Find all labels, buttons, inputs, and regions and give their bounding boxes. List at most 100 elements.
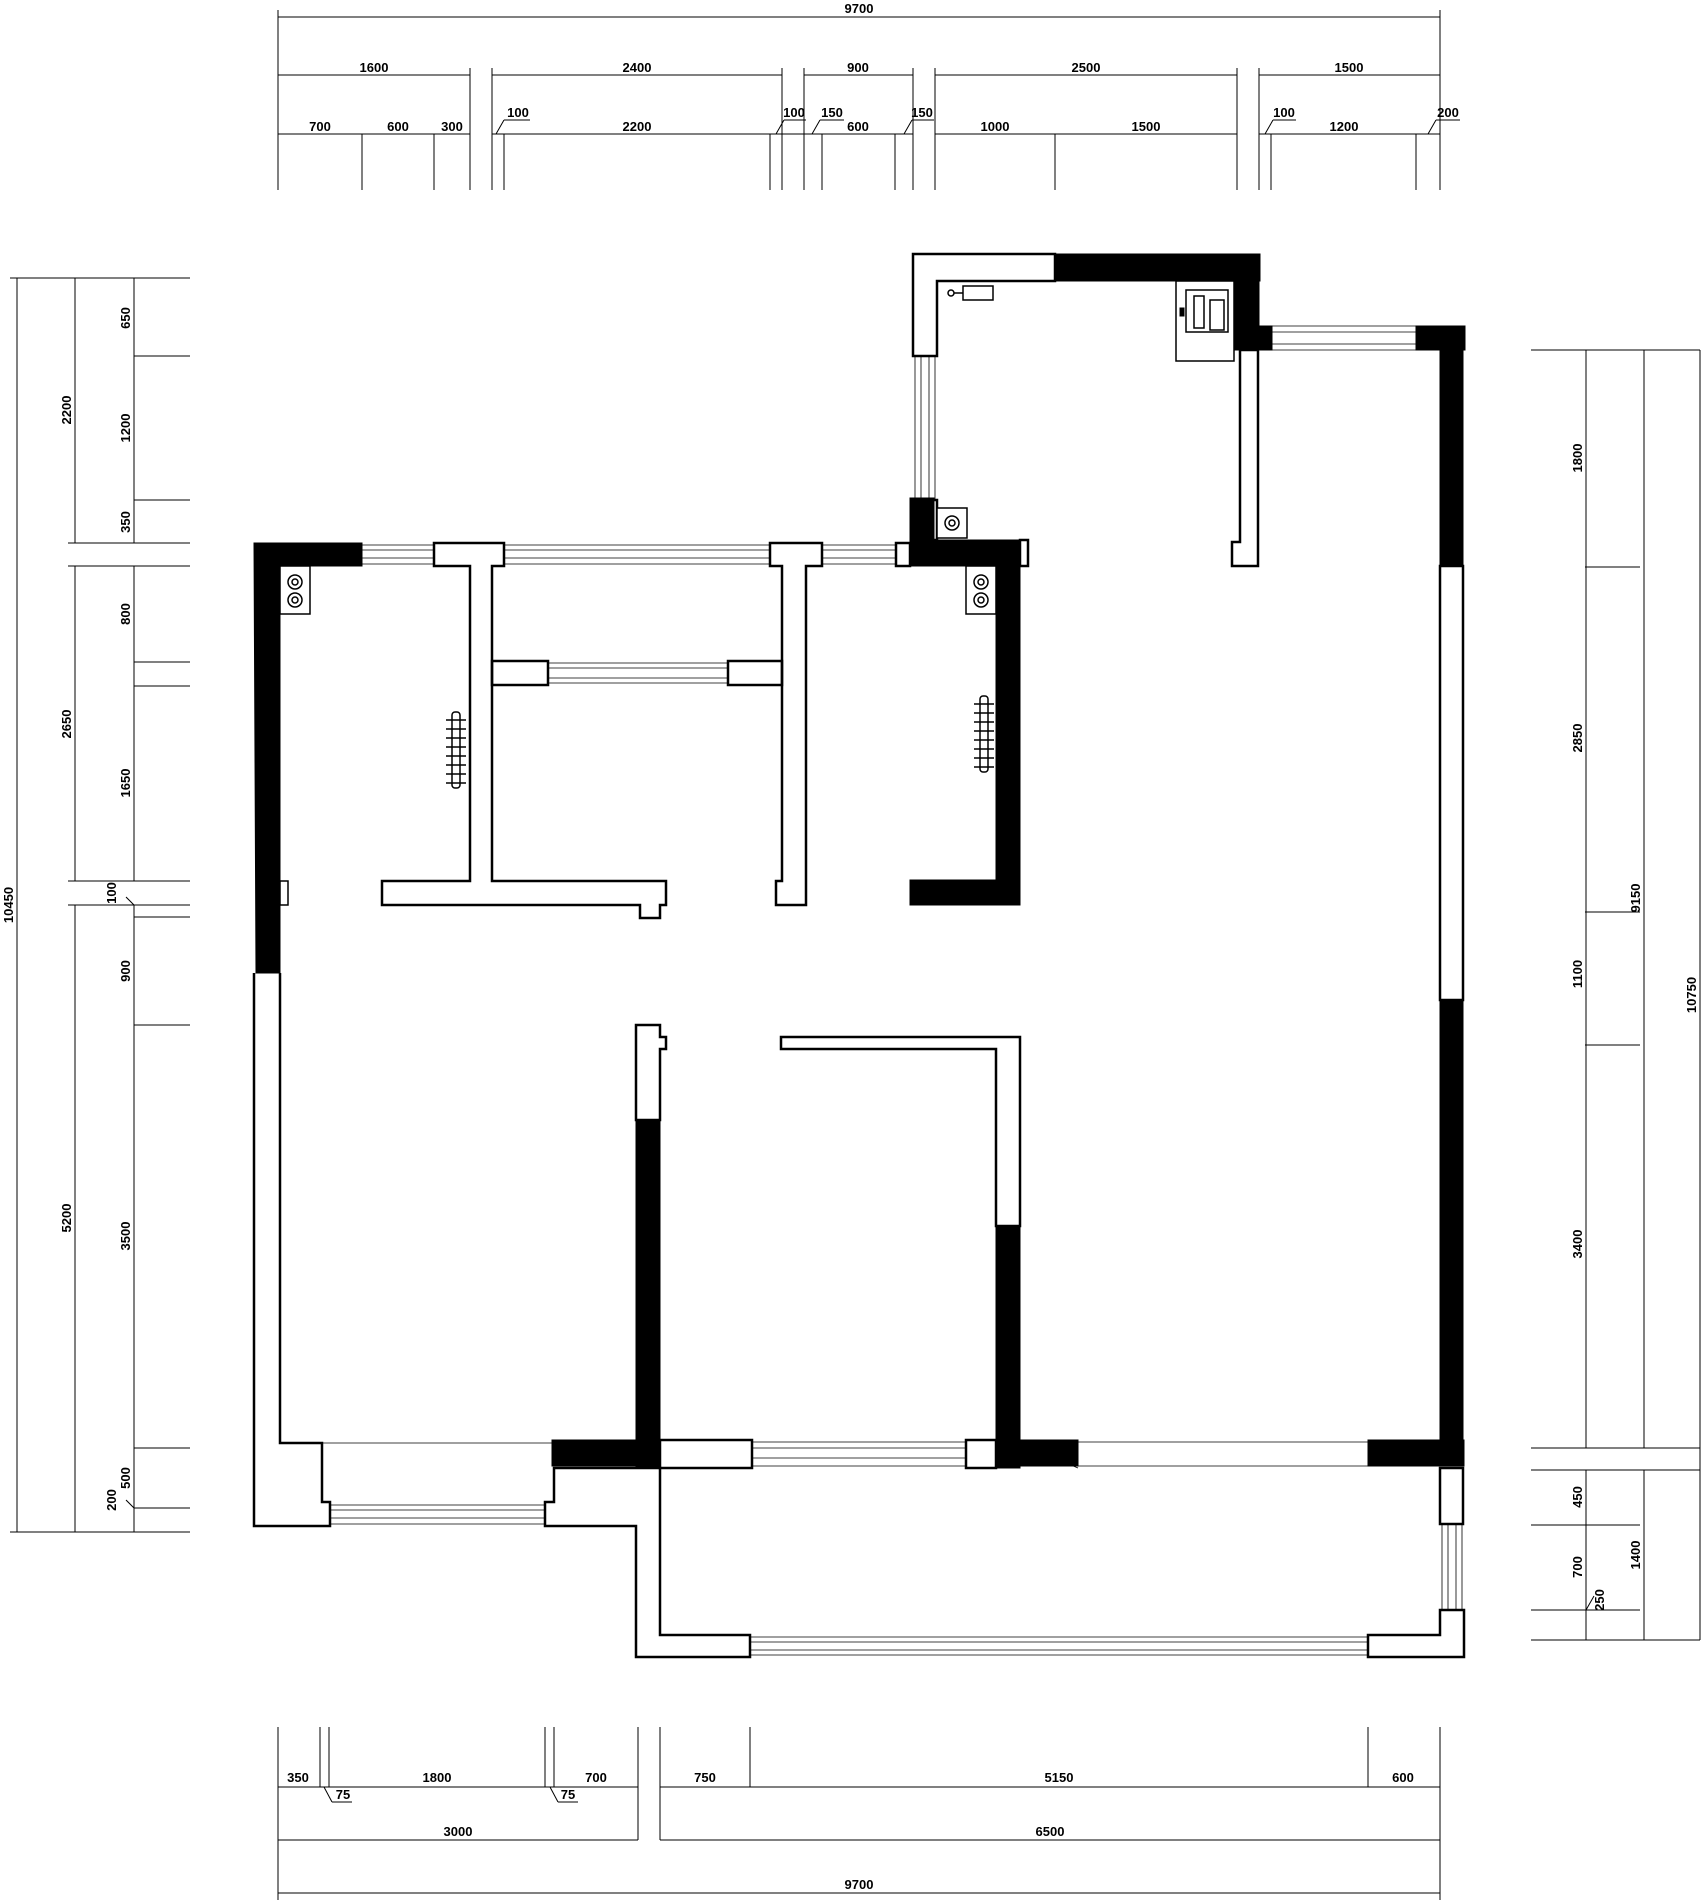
dim-left-2650: 2650 <box>59 710 74 739</box>
dim-top-2500: 2500 <box>1072 60 1101 75</box>
wall-bottom-left-bay <box>543 1466 752 1659</box>
dim-bottom-1800: 1800 <box>423 1770 452 1785</box>
dim-top-100a: 100 <box>507 105 529 120</box>
dim-right-250: 250 <box>1592 1589 1607 1611</box>
dim-left-1200: 1200 <box>118 414 133 443</box>
solid-wall-top-right-b <box>1233 253 1260 335</box>
dim-right-2850: 2850 <box>1570 724 1585 753</box>
dim-bottom-5150: 5150 <box>1045 1770 1074 1785</box>
dim-top-900: 900 <box>847 60 869 75</box>
wall-lower-right-L <box>779 1035 1022 1228</box>
dim-right-3400: 3400 <box>1570 1230 1585 1259</box>
wall-bottom-right-bay <box>1366 1608 1466 1659</box>
dim-bottom-700: 700 <box>585 1770 607 1785</box>
walls <box>252 252 1466 1659</box>
wall-outer-left <box>252 973 332 1528</box>
wall-top-small <box>894 541 912 568</box>
dim-top-700: 700 <box>309 119 331 134</box>
dim-bottom-75b: 75 <box>561 1787 575 1802</box>
solid-wall-center-block <box>909 539 1021 906</box>
dim-top-overall: 9700 <box>845 1 874 16</box>
wall-right-partition <box>1230 348 1260 568</box>
dim-bottom-overall: 9700 <box>845 1877 874 1892</box>
solid-wall-top-right-a <box>1054 253 1261 282</box>
wall-lower-left-column <box>634 1023 668 1122</box>
dim-top-1200: 1200 <box>1330 119 1359 134</box>
window-kitchen-side <box>914 356 936 500</box>
window-inner-niche <box>548 662 728 684</box>
wall-partition-b <box>768 541 824 907</box>
wall-right-stub <box>1438 1466 1465 1526</box>
dim-top-1500: 1500 <box>1335 60 1364 75</box>
dim-top-150b: 150 <box>911 105 933 120</box>
dim-bottom-750: 750 <box>694 1770 716 1785</box>
bottom-dimension-labels: 350 75 1800 75 700 750 5150 600 3000 650… <box>287 1770 1414 1892</box>
wall-bottom-mid-b <box>964 1438 998 1470</box>
right-dimension-lines <box>1531 349 1701 1641</box>
wall-corner-right <box>1018 538 1030 568</box>
dim-left-overall: 10450 <box>1 887 16 923</box>
left-dimension-lines <box>10 277 190 1533</box>
top-dimension-lines <box>277 10 1460 190</box>
wall-stub-left <box>279 880 289 906</box>
dim-top-1500b: 1500 <box>1132 119 1161 134</box>
dim-top-600a: 600 <box>387 119 409 134</box>
dim-left-100: 100 <box>104 882 119 904</box>
dim-right-1100: 1100 <box>1570 960 1585 988</box>
wall-bath-box <box>1175 280 1235 362</box>
window-top-right <box>1272 325 1416 351</box>
dim-left-800: 800 <box>118 603 133 625</box>
dim-left-500: 500 <box>118 1467 133 1489</box>
dim-top-2400: 2400 <box>623 60 652 75</box>
toilet-icon <box>1179 289 1229 333</box>
solid-wall-right-b <box>1439 325 1464 567</box>
dim-bottom-75a: 75 <box>336 1787 350 1802</box>
window-top-a <box>362 544 434 565</box>
dim-left-200: 200 <box>104 1489 119 1511</box>
dim-right-1800: 1800 <box>1570 444 1585 473</box>
solid-wall-bottom-b <box>995 1439 1079 1467</box>
window-top-b <box>504 544 770 565</box>
dim-left-5200: 5200 <box>59 1204 74 1233</box>
window-bottom-right <box>1011 1439 1368 1469</box>
dim-left-650: 650 <box>118 307 133 329</box>
dim-top-150a: 150 <box>821 105 843 120</box>
windows <box>322 325 1463 1656</box>
dim-right-1400: 1400 <box>1628 1541 1643 1570</box>
bottom-dimension-lines <box>277 1727 1441 1900</box>
pipe-icon-right <box>965 565 997 615</box>
fixtures <box>279 285 1229 789</box>
window-balcony-right <box>1441 1524 1463 1610</box>
dim-left-1650: 1650 <box>118 769 133 798</box>
wall-right-window-segment <box>1438 564 1465 1002</box>
solid-wall-top-right-c <box>1233 325 1273 351</box>
dim-left-350: 350 <box>118 511 133 533</box>
dim-bottom-350: 350 <box>287 1770 309 1785</box>
dim-top-600b: 600 <box>847 119 869 134</box>
pipe-icon-kitchen <box>936 507 968 539</box>
wall-partition-a <box>380 541 668 920</box>
right-dimension-labels: 10750 9150 1400 1800 2850 1100 3400 450 … <box>1570 444 1699 1611</box>
dim-left-900: 900 <box>118 960 133 982</box>
solid-wall-bottom-a <box>551 1439 661 1467</box>
dim-right-700: 700 <box>1570 1556 1585 1578</box>
dim-top-1000: 1000 <box>981 119 1010 134</box>
dim-bottom-6500: 6500 <box>1036 1824 1065 1839</box>
window-bottom-mid <box>752 1441 966 1467</box>
dim-right-overall: 10750 <box>1684 977 1699 1013</box>
dim-right-450: 450 <box>1570 1486 1585 1508</box>
dim-top-1600: 1600 <box>360 60 389 75</box>
dim-bottom-3000: 3000 <box>444 1824 473 1839</box>
solid-wall-right-c <box>1439 999 1464 1461</box>
solid-wall-bottom-right <box>1367 1439 1465 1467</box>
wall-kitchen-top <box>911 252 1057 358</box>
pipe-icon-left <box>279 565 311 615</box>
solid-wall-mid-column-b <box>995 1225 1021 1469</box>
window-top-c <box>822 544 896 565</box>
wall-niche-right <box>726 659 784 687</box>
window-bay-left <box>330 1504 545 1525</box>
radiator-icon-right <box>974 695 994 773</box>
dim-top-2200: 2200 <box>623 119 652 134</box>
water-heater-icon <box>947 285 994 301</box>
